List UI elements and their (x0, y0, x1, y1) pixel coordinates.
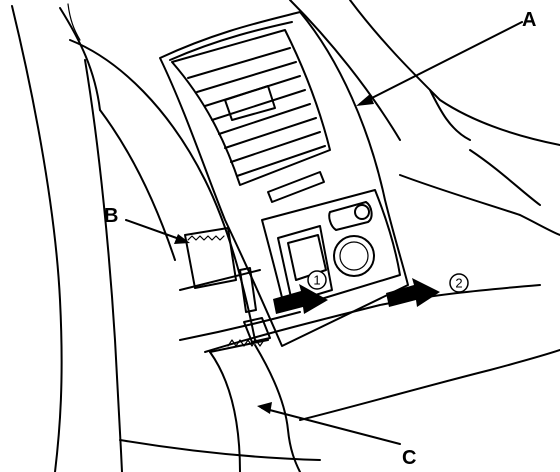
dashboard-outline (289, 0, 560, 236)
leader-c-arrowhead (257, 402, 272, 414)
arrow-step-1 (273, 284, 328, 314)
removal-arrows (273, 278, 440, 314)
step-1-label: 1 (313, 273, 320, 288)
leader-a (359, 21, 523, 105)
step-2-circle (449, 273, 469, 293)
vent-panel-housing (159, 11, 409, 347)
callout-b-label: B (104, 205, 118, 227)
a-pillar-trim (11, 3, 256, 472)
lower-dash (119, 269, 560, 472)
callout-c-label: C (402, 447, 416, 469)
clip-b (184, 227, 271, 343)
callout-a-label: A (522, 9, 536, 31)
leader-b (125, 219, 186, 242)
leader-a-arrowhead (356, 94, 374, 106)
step-2-label: 2 (455, 276, 462, 291)
leader-c (261, 407, 401, 445)
leader-lines (125, 21, 523, 445)
air-vent (171, 29, 331, 203)
leader-b-arrowhead (174, 234, 190, 244)
arrow-step-2 (386, 278, 440, 307)
clip-c (209, 339, 269, 353)
switch-panel (261, 189, 401, 311)
step-marker-1: 1 (307, 270, 327, 290)
step-marker-2: 2 (449, 273, 469, 293)
step-1-circle (307, 270, 327, 290)
